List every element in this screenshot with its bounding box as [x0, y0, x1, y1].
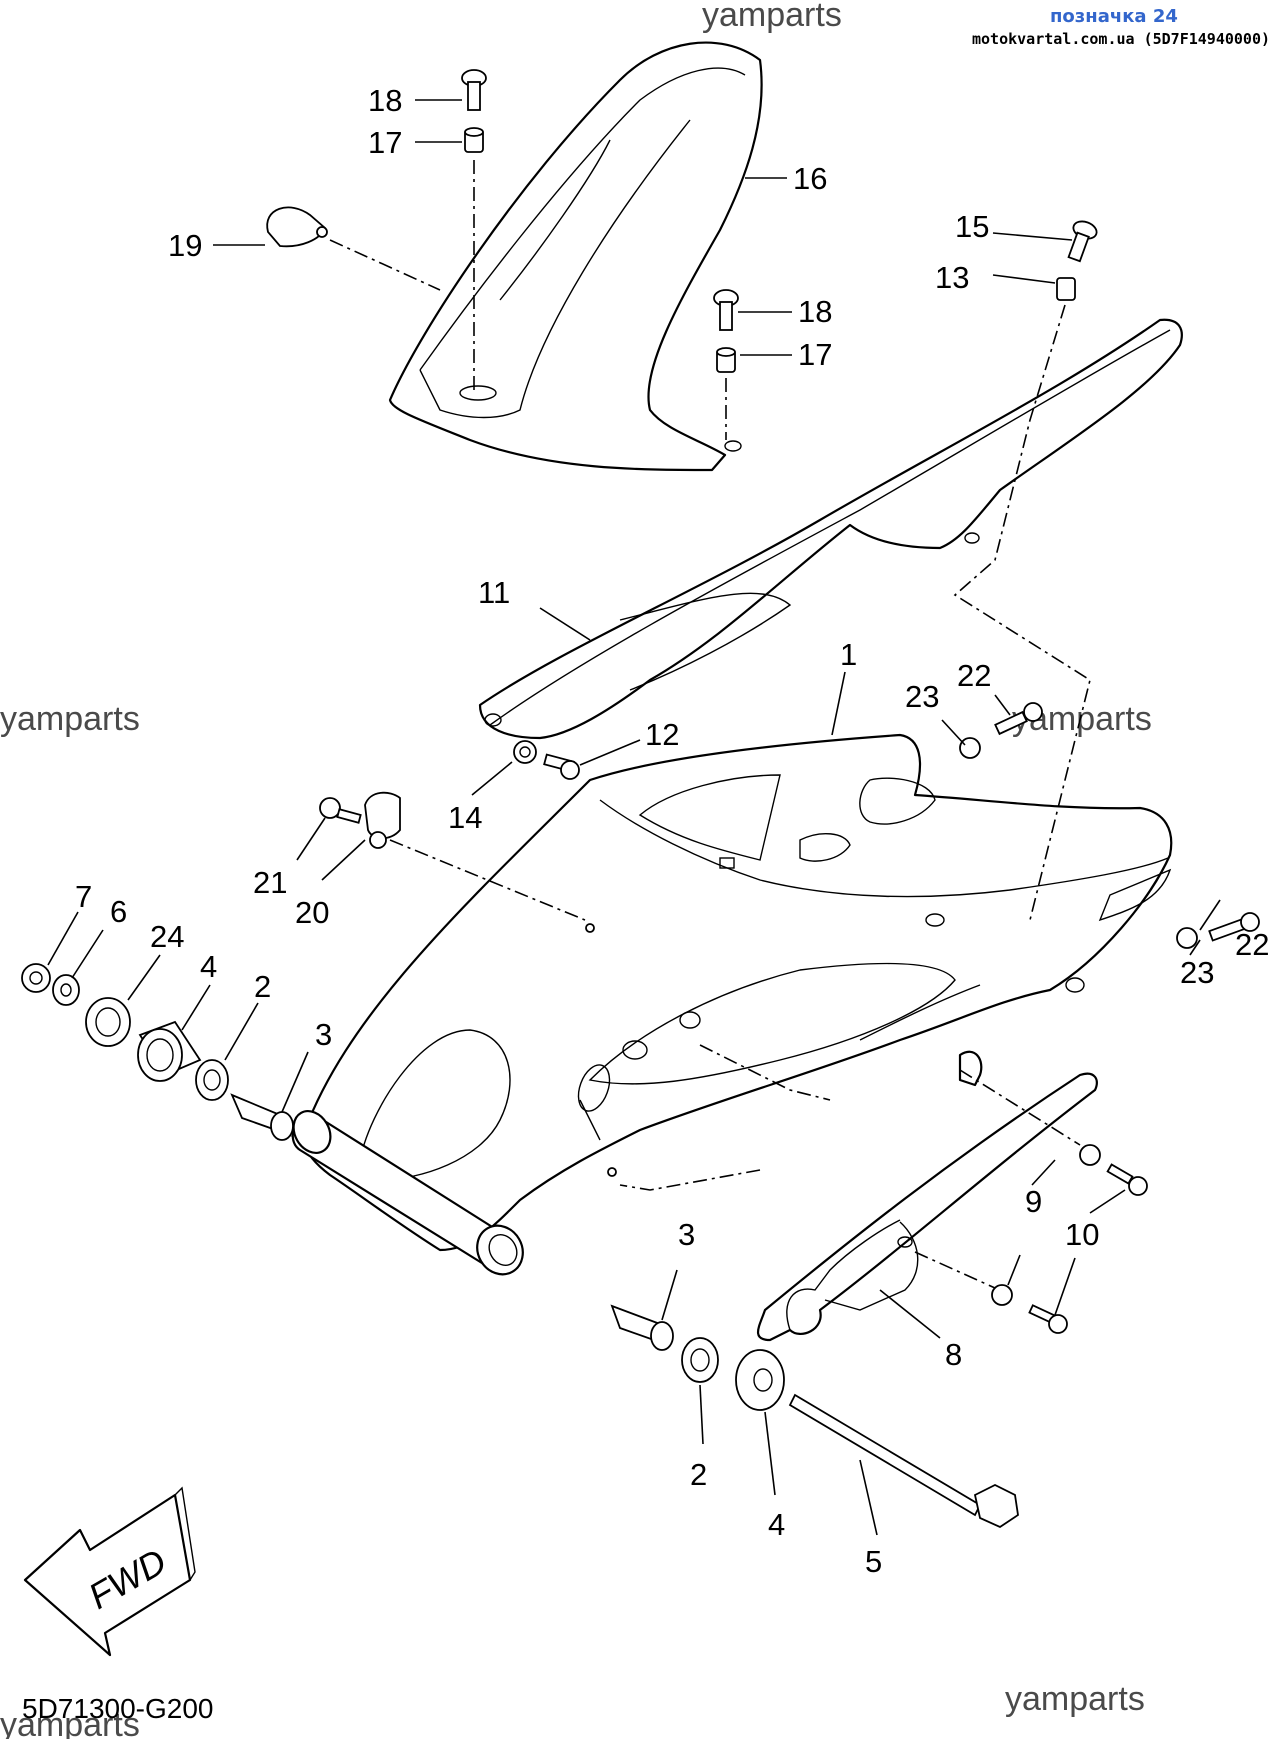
- bolt-part-10-lower: [1028, 1304, 1068, 1334]
- collar-part-14: [513, 740, 537, 764]
- callout-9: 9: [1025, 1184, 1042, 1219]
- bolt-part-18-upper: [461, 69, 487, 111]
- swingarm-part-1: [302, 733, 1173, 1252]
- callout-1: 1: [840, 637, 857, 672]
- leader-lines: [47, 99, 1221, 1536]
- callout-4-lower: 4: [768, 1507, 785, 1542]
- clip-part-19: [266, 206, 328, 248]
- watermark-bottom-left: yamparts: [0, 1706, 140, 1739]
- nut-part-23-upper: [959, 737, 981, 759]
- header-tag: позначка 24: [1050, 6, 1178, 27]
- callout-20: 20: [295, 895, 329, 930]
- callout-5: 5: [865, 1544, 882, 1579]
- rear-fender-part-16: [388, 41, 763, 472]
- cap-part-24: [85, 997, 131, 1047]
- bolt-part-18-lower: [713, 289, 739, 331]
- callout-15: 15: [955, 209, 989, 244]
- collar-part-17-upper: [464, 127, 484, 153]
- callout-23-upper: 23: [905, 679, 939, 714]
- callout-22-lower: 22: [1235, 927, 1269, 962]
- callout-14: 14: [448, 800, 482, 835]
- bolt-part-22-lower: [1208, 912, 1260, 942]
- callout-21: 21: [253, 865, 287, 900]
- collar-part-3-upper: [230, 1093, 294, 1141]
- bolt-part-10-upper: [1106, 1163, 1148, 1196]
- washer-part-6: [52, 974, 80, 1006]
- watermark-left: yamparts: [0, 700, 140, 738]
- callout-24: 24: [150, 919, 184, 954]
- callout-4-upper: 4: [200, 949, 217, 984]
- bearing-part-2-upper: [195, 1059, 229, 1101]
- collar-part-17-lower: [716, 347, 736, 373]
- callout-17-lower: 17: [798, 337, 832, 372]
- chain-guard-part-11: [478, 318, 1183, 740]
- callout-2-upper: 2: [254, 969, 271, 1004]
- callout-labels: 18 17 16 19 18 17 15 13 11 1 12 14 23 22…: [75, 83, 1269, 1579]
- chain-slider-part-8: [757, 1050, 1098, 1342]
- callout-6: 6: [110, 894, 127, 929]
- callout-10: 10: [1065, 1217, 1099, 1252]
- callout-7: 7: [75, 879, 92, 914]
- callout-16: 16: [793, 161, 827, 196]
- watermark-bottom-right: yamparts: [1005, 1680, 1145, 1718]
- assembly-lines: [329, 160, 1091, 1289]
- callout-11: 11: [478, 575, 510, 610]
- collar-part-13: [1056, 277, 1076, 301]
- callout-19: 19: [168, 228, 202, 263]
- callout-8: 8: [945, 1337, 962, 1372]
- header-site: motokvartal.com.ua (5D7F14940000): [972, 30, 1270, 48]
- watermark-top: yamparts: [702, 0, 842, 34]
- bushing-part-4-lower: [735, 1349, 785, 1411]
- nut-part-23-lower: [1176, 927, 1198, 949]
- callout-3-lower: 3: [678, 1217, 695, 1252]
- fwd-arrow: FWD: [23, 1486, 196, 1657]
- pivot-shaft-part-5: [788, 1393, 1019, 1529]
- callout-23-lower: 23: [1180, 955, 1214, 990]
- bushing-part-4-upper: [137, 1020, 202, 1082]
- diagram-code: 5D71300-G200: [22, 1693, 213, 1724]
- callout-13: 13: [935, 260, 969, 295]
- bearing-part-2-lower: [681, 1337, 719, 1383]
- bracket-part-20: [364, 791, 401, 849]
- washer-part-9-upper: [1079, 1144, 1101, 1166]
- bolt-part-22-upper: [994, 702, 1043, 736]
- collar-part-3-lower: [610, 1304, 674, 1351]
- callout-3-upper: 3: [315, 1017, 332, 1052]
- callout-17-upper: 17: [368, 125, 402, 160]
- bolt-part-21: [319, 797, 362, 824]
- bolt-part-12: [543, 753, 580, 780]
- callout-12: 12: [645, 717, 679, 752]
- pivot-tube: [291, 1110, 524, 1276]
- bolt-part-15: [1067, 220, 1098, 263]
- callout-18-lower: 18: [798, 294, 832, 329]
- washer-part-9-lower: [991, 1284, 1013, 1306]
- nut-part-7: [21, 963, 51, 993]
- callout-22-upper: 22: [957, 658, 991, 693]
- callout-2-lower: 2: [690, 1457, 707, 1492]
- callout-18-upper: 18: [368, 83, 402, 118]
